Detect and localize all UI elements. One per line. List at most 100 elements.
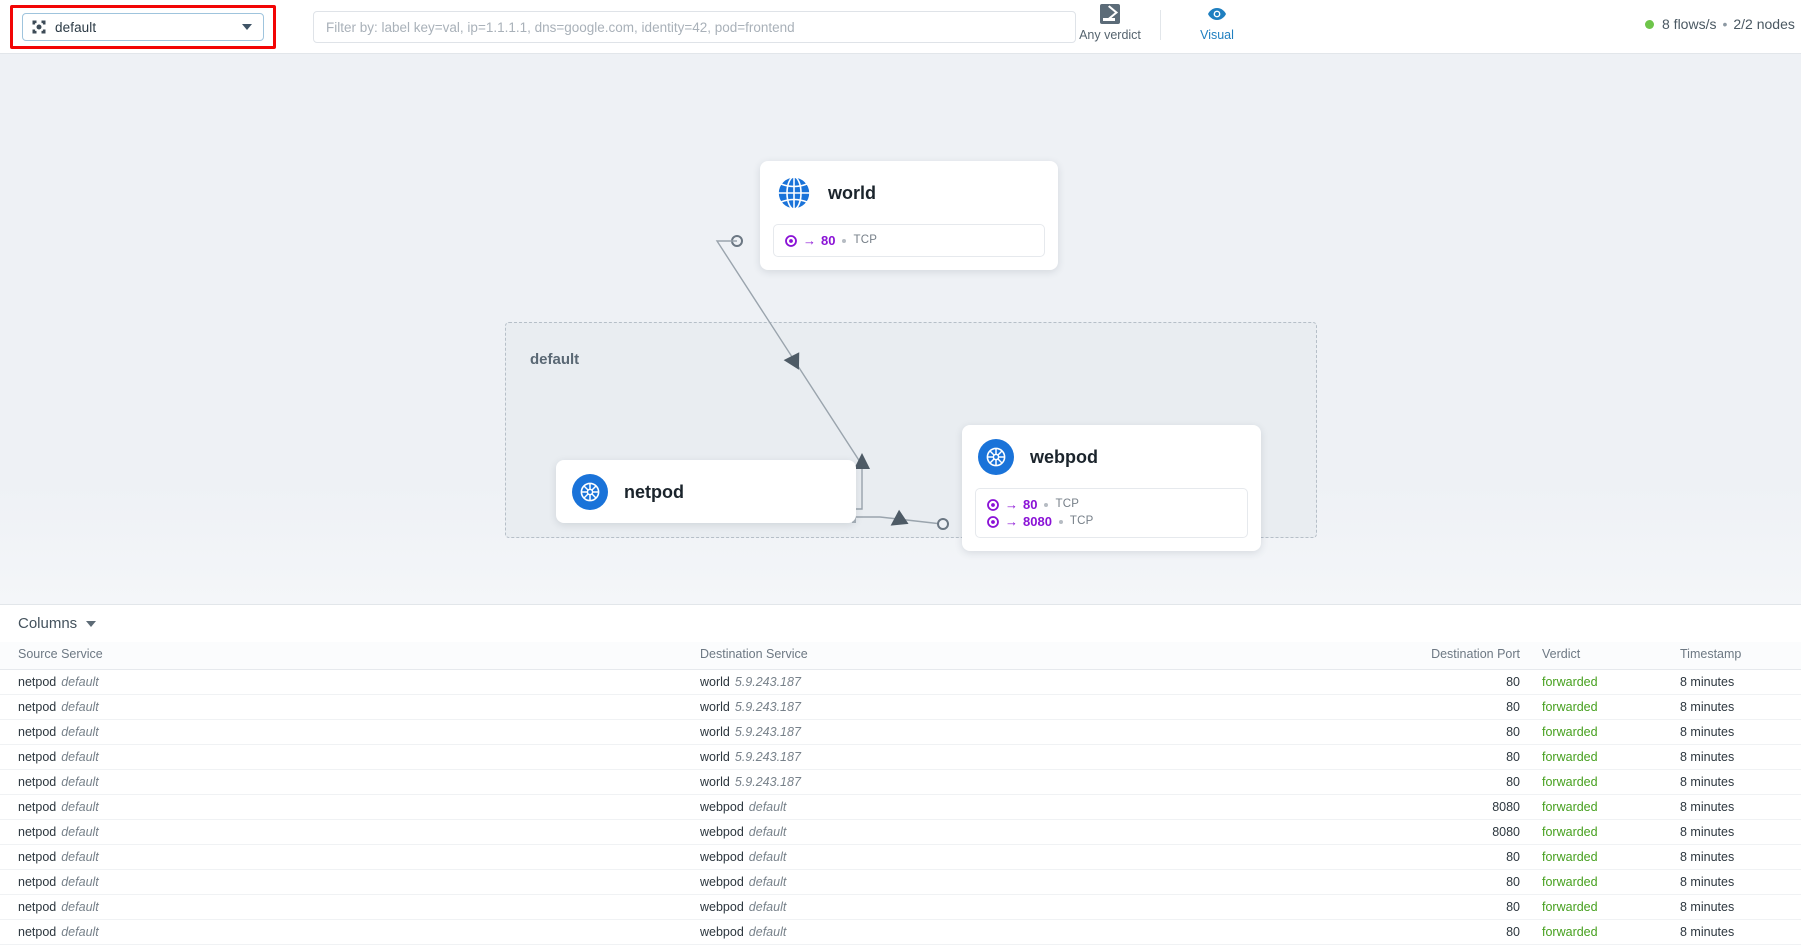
service-map-canvas[interactable]: default [0, 54, 1801, 604]
column-header-verdict[interactable]: Verdict [1530, 642, 1650, 670]
edge-arrowhead-up [854, 453, 870, 469]
port-protocol: TCP [853, 234, 878, 246]
source-namespace: default [61, 775, 99, 789]
port-row: → 80 TCP [987, 496, 1236, 513]
source-namespace: default [61, 850, 99, 864]
namespace-selector[interactable]: default [22, 13, 264, 41]
status-separator: • [1722, 16, 1728, 32]
source-namespace: default [61, 825, 99, 839]
source-namespace: default [61, 675, 99, 689]
graph-node-world-ports: → 80 TCP [773, 224, 1045, 257]
graph-node-webpod[interactable]: webpod → 80 TCP [962, 425, 1261, 551]
cell-timestamp: 8 minutes [1650, 669, 1801, 695]
columns-dropdown-button[interactable]: Columns [0, 605, 120, 642]
status-badge: forwarded [1542, 800, 1598, 814]
cell-destination-port: 80 [1380, 919, 1530, 945]
column-header-destination-service[interactable]: Destination Service [700, 642, 1380, 670]
destination-namespace: default [748, 900, 787, 914]
port-separator-dot [842, 238, 847, 243]
graph-node-netpod[interactable]: netpod [556, 460, 856, 523]
destination-name: webpod [700, 825, 744, 839]
cell-destination-port: 80 [1380, 894, 1530, 920]
cell-destination-port: 80 [1380, 869, 1530, 895]
cell-destination-port: 80 [1380, 694, 1530, 720]
cell-verdict: forwarded [1530, 669, 1650, 695]
filter-input[interactable] [313, 11, 1076, 43]
source-namespace: default [61, 700, 99, 714]
cell-destination-port: 80 [1380, 669, 1530, 695]
destination-namespace: 5.9.243.187 [734, 675, 801, 689]
graph-node-netpod-title: netpod [624, 481, 684, 502]
cell-timestamp: 8 minutes [1650, 844, 1801, 870]
cell-timestamp: 8 minutes [1650, 869, 1801, 895]
cell-verdict: forwarded [1530, 919, 1650, 945]
destination-name: webpod [700, 800, 744, 814]
cell-timestamp: 8 minutes [1650, 919, 1801, 945]
verdict-filter-button[interactable]: Any verdict [1065, 4, 1155, 42]
column-header-source-service[interactable]: Source Service [0, 642, 700, 670]
target-icon [785, 234, 797, 247]
destination-name: world [700, 775, 730, 789]
gavel-icon [1100, 4, 1120, 24]
source-namespace: default [61, 750, 99, 764]
visual-mode-button[interactable]: Visual [1172, 4, 1262, 42]
column-header-destination-port[interactable]: Destination Port [1380, 642, 1530, 670]
destination-name: world [700, 750, 730, 764]
destination-name: world [700, 725, 730, 739]
cell-verdict: forwarded [1530, 894, 1650, 920]
cell-timestamp: 8 minutes [1650, 794, 1801, 820]
graph-node-netpod-header: netpod [556, 460, 856, 523]
status-badge: forwarded [1542, 850, 1598, 864]
source-namespace: default [61, 875, 99, 889]
cell-verdict: forwarded [1530, 869, 1650, 895]
cell-timestamp: 8 minutes [1650, 819, 1801, 845]
cell-verdict: forwarded [1530, 794, 1650, 820]
namespace-selector-value: default [55, 19, 97, 35]
column-header-timestamp[interactable]: Timestamp [1650, 642, 1801, 670]
cell-timestamp: 8 minutes [1650, 719, 1801, 745]
cell-verdict: forwarded [1530, 844, 1650, 870]
header-divider [1160, 10, 1161, 40]
cell-timestamp: 8 minutes [1650, 744, 1801, 770]
port-arrow: → [1005, 497, 1018, 512]
cell-destination-port: 80 [1380, 844, 1530, 870]
source-namespace: default [61, 900, 99, 914]
destination-name: webpod [700, 850, 744, 864]
source-name: netpod [18, 675, 57, 689]
source-name: netpod [18, 925, 57, 939]
globe-icon [776, 175, 812, 211]
port-arrow: → [803, 233, 816, 248]
status-badge: forwarded [1542, 675, 1598, 689]
chevron-down-icon [242, 24, 252, 30]
verdict-filter-label: Any verdict [1079, 28, 1141, 42]
graph-edges [715, 235, 949, 530]
kubernetes-icon [572, 474, 608, 510]
graph-node-webpod-ports: → 80 TCP → 8080 TCP [975, 488, 1248, 538]
graph-node-world[interactable]: world → 80 TCP [760, 161, 1058, 270]
destination-name: webpod [700, 875, 744, 889]
